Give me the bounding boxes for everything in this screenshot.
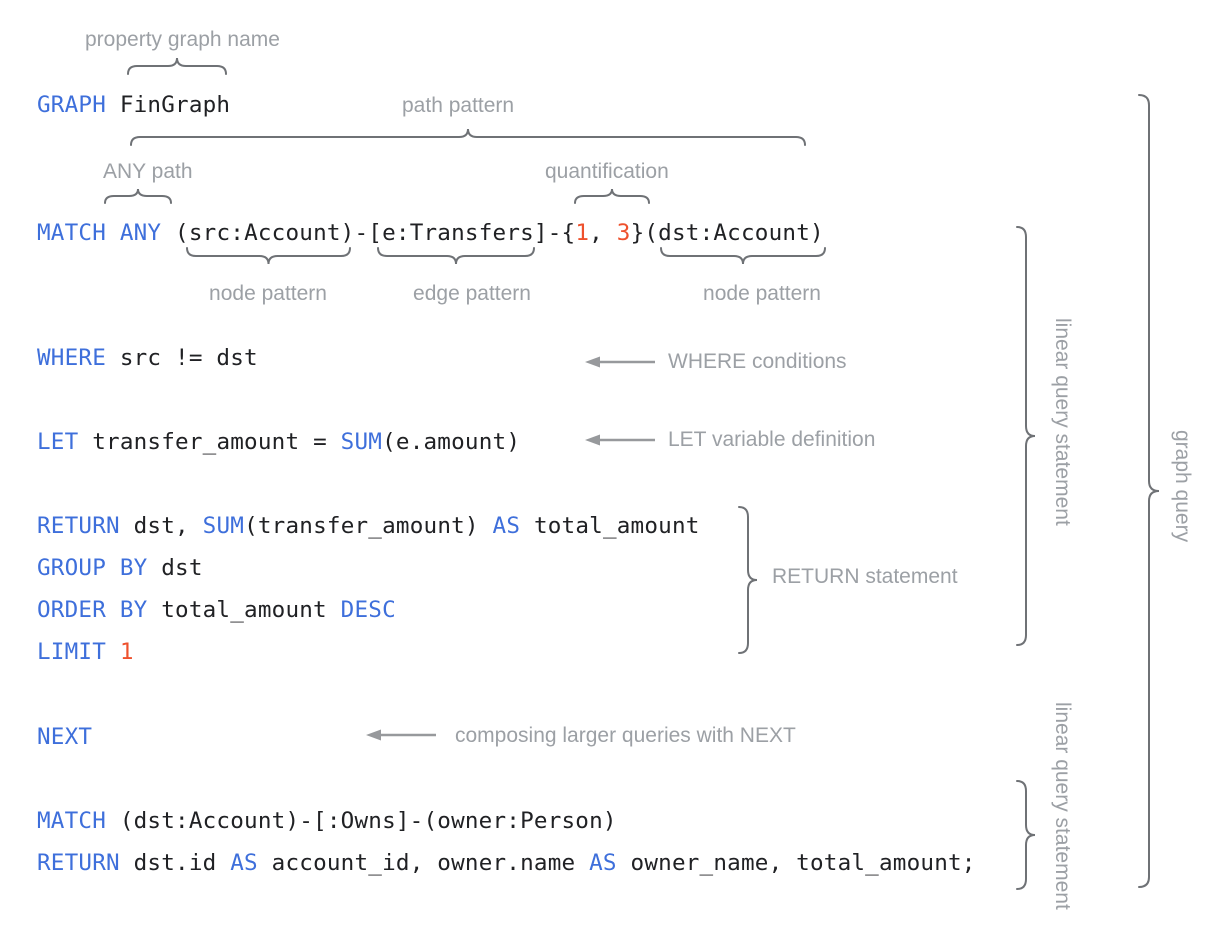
token-plain: src != dst xyxy=(106,345,258,371)
token-plain: FinGraph xyxy=(106,92,231,118)
path-pattern-brace xyxy=(130,128,806,146)
token-plain: owner_name, total_amount; xyxy=(616,850,976,876)
token-kw: MATCH xyxy=(37,808,107,834)
code-line-order-by-clause: ORDER BY total_amount DESC xyxy=(37,597,396,623)
code-line-next-clause: NEXT xyxy=(37,724,92,750)
token-plain: (dst:Account)-[:Owns]-(owner:Person) xyxy=(106,808,617,834)
token-kw: LET xyxy=(37,429,79,455)
label-property-graph-name: property graph name xyxy=(85,28,280,51)
token-plain: total_amount xyxy=(520,513,700,539)
code-line-let-clause: LET transfer_amount = SUM(e.amount) xyxy=(37,429,520,455)
label-let-variable-definition: LET variable definition xyxy=(668,428,876,451)
token-kw: NEXT xyxy=(37,724,93,750)
token-plain: dst.id xyxy=(119,850,231,876)
code-line-graph-clause: GRAPH FinGraph xyxy=(37,92,230,118)
label-path-pattern: path pattern xyxy=(402,94,515,117)
token-num: 3 xyxy=(616,220,631,246)
linear-query-statement-bottom-brace xyxy=(1016,780,1036,890)
label-quantification: quantification xyxy=(545,160,669,183)
return-statement-brace xyxy=(738,506,758,654)
code-line-return2-clause: RETURN dst.id AS account_id, owner.name … xyxy=(37,850,976,876)
label-node-pattern-left: node pattern xyxy=(209,282,327,305)
token-kw: SUM xyxy=(340,429,383,455)
token-plain: }(dst:Account) xyxy=(630,220,824,246)
token-kw: ORDER BY xyxy=(37,597,148,623)
label-node-pattern-right: node pattern xyxy=(703,282,821,305)
token-plain: (transfer_amount) xyxy=(244,513,493,539)
label-edge-pattern: edge pattern xyxy=(413,282,531,305)
token-kw: WHERE xyxy=(37,345,107,371)
token-plain xyxy=(106,639,120,665)
token-plain: account_id, owner.name xyxy=(257,850,590,876)
token-kw: DESC xyxy=(340,597,396,623)
token-kw: GROUP BY xyxy=(37,555,148,581)
label-linear-query-statement-top: linear query statement xyxy=(1051,318,1074,526)
token-plain: dst, xyxy=(119,513,203,539)
token-kw: AS xyxy=(230,850,258,876)
token-kw: MATCH xyxy=(37,220,107,246)
token-plain: dst xyxy=(147,555,203,581)
quantification-brace xyxy=(574,188,650,204)
composing-next-arrow-icon xyxy=(366,729,436,741)
label-where-conditions: WHERE conditions xyxy=(668,350,847,373)
graph-query-brace xyxy=(1138,94,1160,888)
code-line-limit-clause: LIMIT 1 xyxy=(37,639,134,665)
token-plain: transfer_amount = xyxy=(78,429,341,455)
token-plain: (src:Account)-[e:Transfers]-{ xyxy=(161,220,576,246)
token-kw: GRAPH xyxy=(37,92,107,118)
linear-query-statement-top-brace xyxy=(1016,226,1036,646)
node-pattern-right-brace xyxy=(660,247,826,265)
label-graph-query: graph query xyxy=(1171,430,1194,543)
token-plain: total_amount xyxy=(147,597,341,623)
code-line-where-clause: WHERE src != dst xyxy=(37,345,258,371)
token-num: 1 xyxy=(575,220,590,246)
property-graph-name-brace xyxy=(127,57,227,75)
where-conditions-arrow-icon xyxy=(585,356,655,368)
token-kw: RETURN xyxy=(37,513,120,539)
code-line-match-clause: MATCH ANY (src:Account)-[e:Transfers]-{1… xyxy=(37,220,824,246)
token-plain: (e.amount) xyxy=(382,429,521,455)
token-num: 1 xyxy=(119,639,134,665)
label-any-path: ANY path xyxy=(103,160,193,183)
token-plain xyxy=(106,220,120,246)
token-kw: AS xyxy=(492,513,521,539)
node-pattern-left-brace xyxy=(186,247,351,265)
label-composing-next: composing larger queries with NEXT xyxy=(455,724,796,747)
token-kw: SUM xyxy=(202,513,245,539)
token-kw: RETURN xyxy=(37,850,120,876)
code-line-group-by-clause: GROUP BY dst xyxy=(37,555,203,581)
token-kw: LIMIT xyxy=(37,639,107,665)
token-plain: , xyxy=(589,220,617,246)
label-linear-query-statement-bottom: linear query statement xyxy=(1051,702,1074,910)
code-line-match2-clause: MATCH (dst:Account)-[:Owns]-(owner:Perso… xyxy=(37,808,617,834)
token-kw: ANY xyxy=(119,220,162,246)
let-definition-arrow-icon xyxy=(585,434,655,446)
any-path-brace xyxy=(104,188,172,204)
token-kw: AS xyxy=(589,850,617,876)
label-return-statement: RETURN statement xyxy=(772,565,958,588)
code-line-return-clause: RETURN dst, SUM(transfer_amount) AS tota… xyxy=(37,513,700,539)
edge-pattern-brace xyxy=(377,247,535,265)
